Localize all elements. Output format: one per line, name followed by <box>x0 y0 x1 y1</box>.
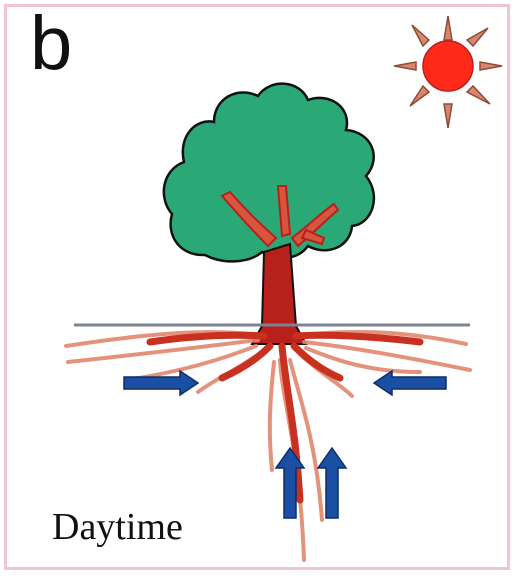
sun-icon <box>394 16 502 128</box>
panel-label: b <box>30 6 72 82</box>
diagram-caption: Daytime <box>52 508 183 546</box>
tree-icon <box>164 84 374 344</box>
sun-disc <box>423 41 473 91</box>
tree-trunk <box>252 244 306 344</box>
arrow-icon <box>374 371 446 395</box>
